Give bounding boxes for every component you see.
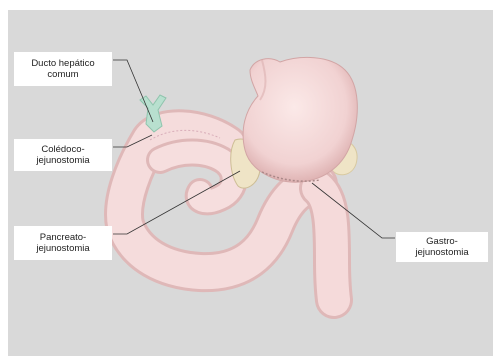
label-gastro-jejunostomia: Gastro- jejunostomia <box>396 232 488 262</box>
label-ducto-hepatico: Ducto hepático comum <box>14 52 112 86</box>
label-coledoco-jejunostomia: Colédoco- jejunostomia <box>14 139 112 171</box>
label-pancreato-jejunostomia: Pancreato- jejunostomia <box>14 226 112 260</box>
